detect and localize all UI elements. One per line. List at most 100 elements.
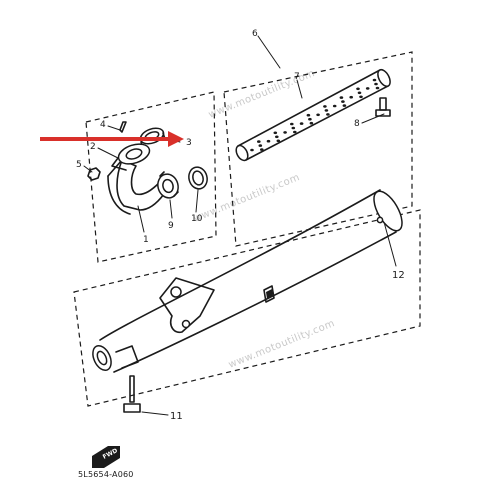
- perforation-hole: [293, 130, 297, 134]
- watermark-bottom: www.motoutility.com: [227, 318, 337, 371]
- muffler-end-hole: [376, 216, 384, 224]
- muffler-inner-group-box: [223, 51, 413, 247]
- callout-2: 2: [90, 142, 96, 152]
- part-5-nut: [87, 167, 101, 181]
- part-10-sleeve: [188, 166, 208, 190]
- muffler-inlet-tab: [115, 345, 139, 369]
- perforation-hole: [332, 104, 337, 108]
- perforation-hole: [308, 117, 312, 121]
- watermark-middle: www.motoutility.com: [192, 172, 302, 225]
- perforated-inner-pipe: [235, 68, 391, 162]
- leader-9: [169, 199, 173, 219]
- perforation-hole: [273, 131, 278, 135]
- perforation-hole: [316, 113, 320, 117]
- highlight-arrow: [40, 131, 184, 147]
- perforation-hole: [357, 91, 362, 95]
- perforation-hole: [341, 100, 345, 103]
- highlight-arrow-head: [168, 131, 184, 147]
- muffler-tab: [263, 285, 275, 303]
- leader-10: [195, 189, 199, 213]
- perforation-hole: [291, 126, 296, 130]
- callout-8: 8: [354, 119, 360, 129]
- inner-pipe-top-edge: [237, 69, 381, 147]
- bolt-11-head: [123, 403, 141, 413]
- sleeve-10-inner: [192, 170, 204, 186]
- muffler-mount-bracket: [159, 277, 215, 334]
- part-1-header-pipe: [107, 143, 165, 215]
- leader-12: [383, 221, 397, 267]
- inner-pipe-rear-end: [377, 68, 391, 88]
- callout-4: 4: [100, 120, 106, 130]
- inner-pipe-front-end: [235, 144, 249, 162]
- callout-labels: 1 2 3 4 5 6 7 8 9 10 11 12: [76, 29, 405, 422]
- leader-11: [141, 411, 169, 416]
- perforation-hole: [276, 139, 281, 143]
- header-pipe-outer-bend: [107, 175, 131, 215]
- callout-10: 10: [191, 214, 203, 224]
- part-11-bolt: [123, 375, 141, 413]
- mount-bracket-hole: [170, 286, 182, 298]
- callout-7: 7: [294, 72, 300, 82]
- clamp-9-inner: [162, 178, 174, 194]
- muffler-end-cap: [373, 190, 403, 232]
- fwd-badge: FWD: [92, 446, 120, 468]
- inner-pipe-bottom-edge: [245, 85, 389, 161]
- muffler-group-box: [73, 209, 421, 407]
- perforation-hole: [309, 121, 314, 125]
- leader-4: [107, 125, 121, 131]
- header-flange-port: [125, 148, 143, 160]
- perforation-hole: [250, 148, 254, 152]
- callout-6: 6: [252, 29, 258, 39]
- callout-5: 5: [76, 160, 82, 170]
- perforation-hole: [306, 113, 311, 117]
- muffler-top-edge: [99, 189, 381, 341]
- perforation-hole: [260, 148, 264, 151]
- muffler-inlet-port: [96, 350, 108, 366]
- perforation-hole: [324, 109, 329, 112]
- callout-1: 1: [143, 235, 149, 245]
- leader-5: [83, 165, 93, 173]
- callout-12: 12: [392, 270, 405, 281]
- part-9-clamp: [157, 171, 179, 199]
- perforation-hole: [372, 78, 377, 82]
- perforation-hole: [356, 87, 360, 91]
- nut-5: [87, 167, 101, 181]
- bolt-11-shank: [129, 375, 135, 403]
- header-pipe-group-box: [85, 91, 217, 263]
- perforation-hole: [359, 95, 363, 99]
- muffler-tab-fill: [266, 289, 273, 299]
- header-pipe-joint: [107, 159, 123, 177]
- part-8-bolt: [375, 97, 391, 117]
- header-pipe-body: [116, 159, 165, 211]
- perforation-hole: [349, 95, 354, 99]
- fwd-arrow-shape: [92, 446, 120, 468]
- perforation-hole: [283, 131, 287, 134]
- perforation-hole: [374, 82, 378, 86]
- perforation-hole: [299, 122, 304, 125]
- bolt-8-head: [375, 109, 391, 117]
- perforation-hole: [375, 86, 380, 90]
- perforation-hole: [342, 104, 347, 107]
- leader-6: [257, 35, 281, 69]
- leader-7: [296, 79, 303, 99]
- perforation-hole: [266, 139, 271, 143]
- muffler-body: [92, 189, 403, 373]
- clamp-9-bolts: [159, 171, 179, 197]
- drawing-code: 5L5654-A060: [78, 470, 134, 479]
- perforation-hole: [365, 87, 370, 90]
- mount-bracket-lower-hole: [181, 319, 191, 329]
- perforation-hole: [323, 105, 327, 108]
- bolt-8-shank: [379, 97, 387, 111]
- header-flange-ear: [111, 157, 127, 171]
- callout-3: 3: [186, 138, 192, 148]
- perforation-hole: [257, 140, 261, 143]
- stud-4: [119, 121, 127, 133]
- callout-11: 11: [170, 411, 183, 422]
- perforation-hole: [326, 113, 330, 116]
- group-outlines: [73, 51, 421, 407]
- perforation-hole: [275, 135, 279, 139]
- perforation-hole: [258, 144, 263, 147]
- callout-9: 9: [168, 221, 174, 231]
